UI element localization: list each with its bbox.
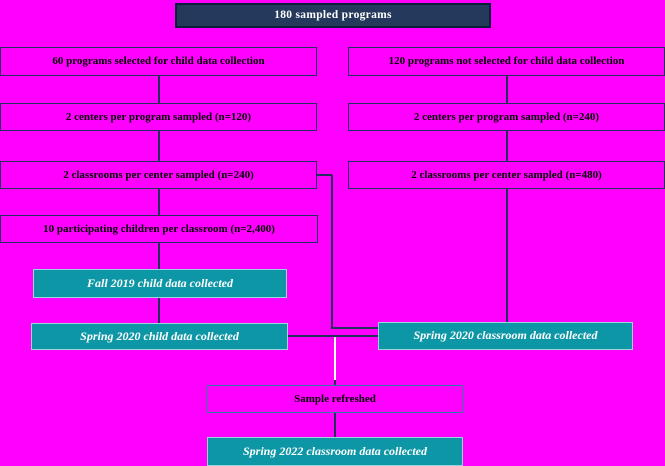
connector-left-classrooms-children [158,189,160,215]
node-sample-refreshed: Sample refreshed [207,385,463,413]
node-centers-selected: 2 centers per program sampled (n=120) [0,103,317,131]
connector-right-notselected-centers [506,75,508,103]
node-fall-2019-child-data: Fall 2019 child data collected [33,269,287,298]
connector-left-selected-centers [158,75,160,103]
node-programs-not-selected: 120 programs not selected for child data… [348,47,665,76]
connector-elbow-horizontal-top [316,174,332,176]
node-classrooms-selected: 2 classrooms per center sampled (n=240) [0,161,317,189]
node-classrooms-not-selected: 2 classrooms per center sampled (n=480) [348,161,665,189]
connector-white-to-sample-refreshed [333,337,336,380]
node-participating-children: 10 participating children per classroom … [0,215,318,243]
connector-right-classrooms-spring2020 [506,189,508,322]
node-root-sampled-programs: 180 sampled programs [175,3,491,28]
connector-left-centers-classrooms [158,131,160,161]
node-centers-not-selected: 2 centers per program sampled (n=240) [348,103,665,131]
connector-sample-refreshed-spring2022 [334,413,336,437]
node-spring-2020-classroom-data: Spring 2020 classroom data collected [378,322,633,350]
connector-dark-to-sample-refreshed [334,380,336,385]
connector-elbow-horizontal-bottom [331,327,378,329]
connector-center-vertical [331,175,333,328]
connector-left-children-fall2019 [158,243,160,269]
node-spring-2022-classroom-data: Spring 2022 classroom data collected [207,437,463,466]
connector-spring2020-child-classroom [288,335,378,337]
connector-right-centers-classrooms [506,131,508,161]
node-programs-selected: 60 programs selected for child data coll… [0,47,317,76]
connector-left-fall2019-spring2020 [158,298,160,323]
node-spring-2020-child-data: Spring 2020 child data collected [31,323,288,350]
